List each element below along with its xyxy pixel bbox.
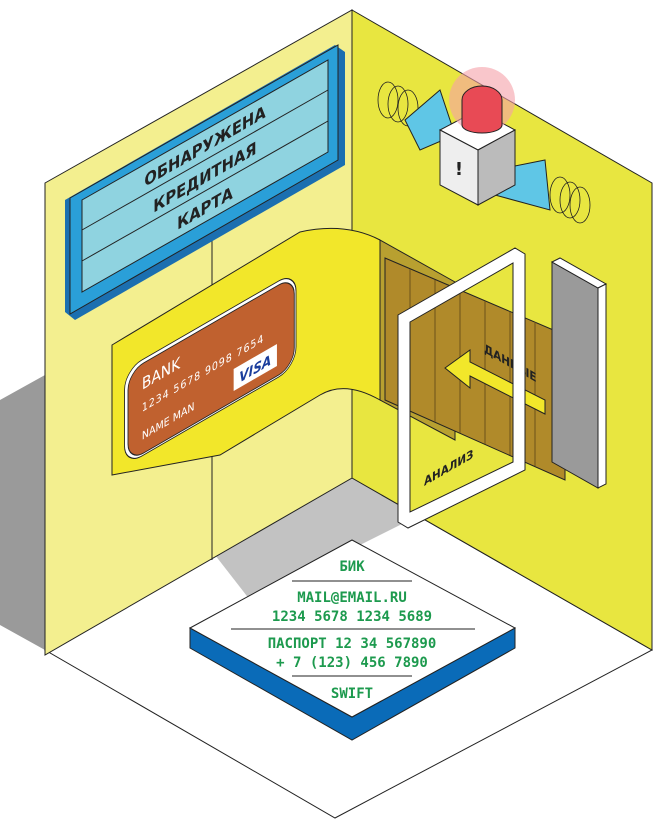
platform-phone: + 7 (123) 456 7890 <box>276 655 428 671</box>
info-platform: БИК MAIL@EMAIL.RU 1234 5678 1234 5689 ПА… <box>188 539 517 741</box>
visa-logo-box <box>233 344 277 391</box>
wall-shadow <box>0 375 45 650</box>
platform-swift: SWIFT <box>331 686 373 702</box>
floor-shadow <box>215 478 420 600</box>
alarm-symbol: ! <box>455 159 463 180</box>
alarm-light-icon <box>461 85 503 134</box>
alarm: ! <box>377 67 591 224</box>
platform-passport: ПАСПОРТ 12 34 567890 <box>268 636 437 652</box>
siren-waves-right <box>549 176 591 224</box>
platform-bik: БИК <box>339 559 365 575</box>
platform-account: 1234 5678 1234 5689 <box>272 609 432 625</box>
wall-slab <box>551 261 599 489</box>
platform-email: MAIL@EMAIL.RU <box>297 590 407 606</box>
wall-slab-side <box>597 283 607 489</box>
